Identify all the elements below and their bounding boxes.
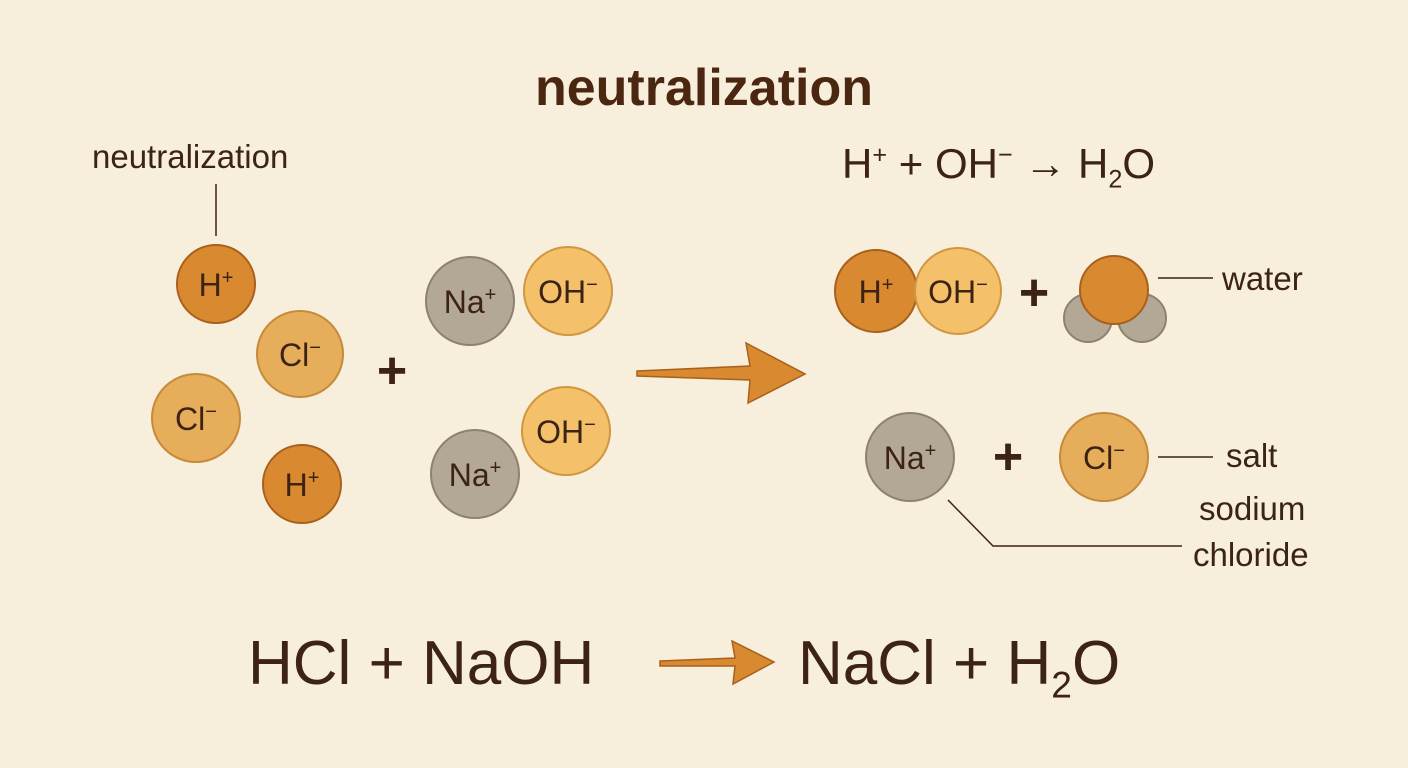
ionic-eq-oh-charge: − xyxy=(997,141,1013,169)
oh-ion-2-charge: − xyxy=(584,414,596,436)
diagram-title: neutralization xyxy=(534,59,874,117)
ionic-eq-h-charge: + xyxy=(872,141,888,169)
ionic-eq-plus: + xyxy=(898,140,924,187)
product-cl-charge: − xyxy=(1113,440,1125,462)
svg-text:Cl−: Cl− xyxy=(175,401,217,437)
cl-ion-2-charge: − xyxy=(205,401,217,423)
product-h-ion: H+ xyxy=(834,249,918,333)
water-label: water xyxy=(1221,260,1303,297)
product-na-symbol: Na xyxy=(884,440,925,476)
na-ion-2: Na+ xyxy=(430,429,520,519)
na-ion-1: Na+ xyxy=(425,256,515,346)
product-cl-symbol: Cl xyxy=(1083,440,1113,476)
product-oh-charge: − xyxy=(976,274,988,296)
ionic-eq-water-o: O xyxy=(1122,140,1156,187)
product-cl-ion: Cl− xyxy=(1059,412,1149,502)
cl-ion-2-symbol: Cl xyxy=(175,401,205,437)
svg-text:OH−: OH− xyxy=(928,274,988,310)
product-h-symbol: H xyxy=(859,274,882,310)
na-ion-1-charge: + xyxy=(485,284,497,306)
ionic-equation: H+ + OH− → H2O xyxy=(842,140,1155,194)
overall-reactant-naoh: NaOH xyxy=(422,629,595,698)
product-oh-ion: OH− xyxy=(914,247,1002,335)
ionic-eq-water-h: H xyxy=(1078,140,1109,187)
cl-ion-1-charge: − xyxy=(309,337,321,359)
ionic-eq-water-sub: 2 xyxy=(1108,165,1123,194)
overall-product-water-sub: 2 xyxy=(1051,663,1072,706)
svg-text:Cl−: Cl− xyxy=(1083,440,1125,476)
product-plus-1: + xyxy=(1019,264,1049,322)
h-ion-1-charge: + xyxy=(222,267,234,289)
sodium-chloride-label-line1: sodium xyxy=(1199,490,1305,527)
cl-ion-2: Cl− xyxy=(151,373,241,463)
sodium-chloride-label-line2: chloride xyxy=(1193,536,1309,573)
product-h-charge: + xyxy=(882,274,894,296)
svg-text:H+: H+ xyxy=(285,467,320,503)
product-na-charge: + xyxy=(925,440,937,462)
ionic-eq-oh: OH xyxy=(934,140,998,187)
svg-text:Na+: Na+ xyxy=(449,457,502,493)
oh-ion-2: OH− xyxy=(521,386,611,476)
svg-text:H+: H+ xyxy=(859,274,894,310)
h-ion-2-charge: + xyxy=(308,467,320,489)
overall-equation-products: NaCl + H2O xyxy=(798,628,1120,706)
salt-label: salt xyxy=(1226,437,1277,474)
product-oh-symbol: OH xyxy=(928,274,976,310)
svg-text:H+: H+ xyxy=(199,267,234,303)
sodium-chloride-connector xyxy=(947,499,1182,547)
overall-product-nacl: NaCl xyxy=(798,629,936,698)
water-molecule-icon xyxy=(1063,255,1167,343)
oh-ion-1-charge: − xyxy=(586,274,598,296)
overall-product-water-h: H xyxy=(1006,629,1052,698)
h-ion-1: H+ xyxy=(176,244,256,324)
overall-plus-2: + xyxy=(953,629,990,698)
overall-reactant-hcl: HCl xyxy=(248,629,352,698)
oh-ion-2-symbol: OH xyxy=(536,414,584,450)
reactant-label: neutralization xyxy=(92,138,289,175)
h-ion-2: H+ xyxy=(262,444,342,524)
na-ion-2-charge: + xyxy=(490,457,502,479)
overall-plus-1: + xyxy=(368,629,405,698)
cl-ion-1-symbol: Cl xyxy=(279,337,309,373)
overall-equation-reactants: HCl + NaOH xyxy=(248,628,594,699)
product-plus-2: + xyxy=(993,428,1023,486)
oh-ion-1: OH− xyxy=(523,246,613,336)
h-ion-2-symbol: H xyxy=(285,467,308,503)
oh-ion-1-symbol: OH xyxy=(538,274,586,310)
ionic-eq-arrow: → xyxy=(1024,140,1067,187)
svg-text:Cl−: Cl− xyxy=(279,337,321,373)
na-ion-1-symbol: Na xyxy=(444,284,485,320)
svg-text:Na+: Na+ xyxy=(444,284,497,320)
product-na-ion: Na+ xyxy=(865,412,955,502)
na-ion-2-symbol: Na xyxy=(449,457,490,493)
svg-text:OH−: OH− xyxy=(538,274,598,310)
overall-product-water-o: O xyxy=(1071,629,1121,698)
reaction-arrow xyxy=(636,341,807,405)
reactant-plus: + xyxy=(377,342,407,400)
svg-text:OH−: OH− xyxy=(536,414,596,450)
h-ion-1-symbol: H xyxy=(199,267,222,303)
cl-ion-1: Cl− xyxy=(256,310,344,398)
ionic-eq-h: H xyxy=(842,140,873,187)
svg-text:Na+: Na+ xyxy=(884,440,937,476)
overall-arrow xyxy=(659,639,776,686)
